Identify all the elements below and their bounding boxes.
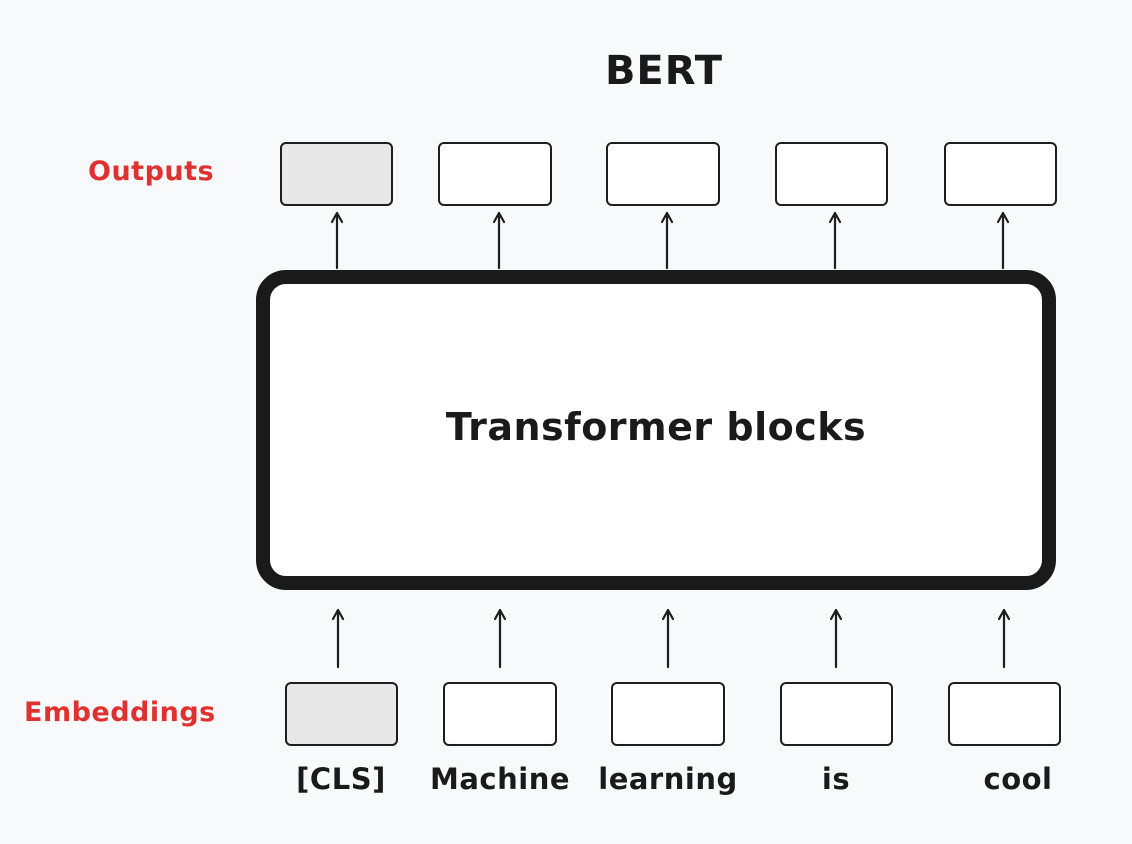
output-box-machine [438,142,552,206]
arrow-up-icon [331,608,345,669]
output-box-learning [606,142,720,206]
arrow-up-icon [660,211,674,270]
output-box-cool [944,142,1057,206]
arrow-up-icon [330,211,344,270]
embedding-box-cls [285,682,398,746]
output-box-cls [280,142,393,206]
embedding-box-is [780,682,893,746]
arrow-up-icon [661,608,675,669]
arrow-up-icon [493,608,507,669]
embeddings-label: Embeddings [24,697,216,728]
token-label: learning [598,762,738,796]
token-label: is [821,762,851,796]
output-box-is [775,142,888,206]
arrow-up-icon [829,608,843,669]
diagram-title: BERT [604,48,724,94]
arrow-up-icon [828,211,842,270]
embedding-box-cool [948,682,1061,746]
embedding-box-machine [443,682,557,746]
token-label: Machine [429,762,571,796]
token-label: cool [983,762,1053,796]
token-label: [CLS] [296,762,386,796]
arrow-up-icon [996,211,1010,270]
transformer-block: Transformer blocks [256,270,1056,590]
arrow-up-icon [492,211,506,270]
transformer-label: Transformer blocks [445,405,867,449]
arrow-up-icon [997,608,1011,669]
outputs-label: Outputs [88,156,215,187]
embedding-box-learning [611,682,725,746]
